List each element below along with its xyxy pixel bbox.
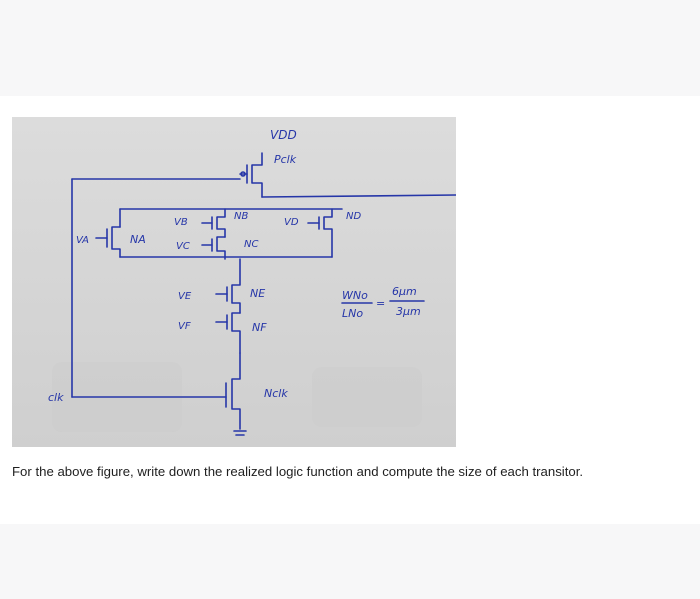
circuit-sketch: VDD Pclk VB NB VD ND VA NA VC NC VE NE V… bbox=[48, 128, 456, 436]
question-text: For the above figure, write down the rea… bbox=[12, 464, 584, 479]
pclk-label: Pclk bbox=[274, 153, 297, 166]
top-band bbox=[0, 0, 700, 96]
nb-label: NB bbox=[234, 211, 248, 222]
vc-label: VC bbox=[176, 241, 190, 252]
nc-label: NC bbox=[244, 239, 258, 250]
nf-transistor bbox=[231, 312, 241, 354]
ve-label: VE bbox=[178, 291, 192, 302]
nc-transistor bbox=[216, 236, 226, 260]
ne-label: NE bbox=[250, 287, 265, 300]
ne-transistor bbox=[231, 258, 241, 314]
vb-label: VB bbox=[174, 217, 188, 228]
nf-label: NF bbox=[252, 321, 267, 334]
na-transistor bbox=[111, 226, 121, 258]
pclk-bubble bbox=[240, 171, 246, 177]
output-bus bbox=[261, 194, 456, 198]
clk-label: clk bbox=[48, 391, 64, 404]
bottom-band bbox=[0, 524, 700, 599]
ratio-w-value: 6μm bbox=[392, 285, 417, 298]
nclk-transistor bbox=[231, 352, 241, 430]
paper-smudge bbox=[312, 367, 422, 427]
ratio-equals: = bbox=[376, 297, 385, 310]
nd-label: ND bbox=[346, 211, 361, 222]
na-label: NA bbox=[130, 233, 146, 246]
circuit-photo: VDD Pclk VB NB VD ND VA NA VC NC VE NE V… bbox=[12, 117, 456, 447]
nclk-label: Nclk bbox=[264, 387, 288, 400]
ratio-l-label: LNo bbox=[342, 307, 363, 320]
pclk-transistor bbox=[251, 152, 263, 198]
nd-transistor bbox=[323, 208, 333, 258]
vd-label: VD bbox=[284, 217, 299, 228]
ratio-l-value: 3μm bbox=[396, 305, 421, 318]
circuit-wires bbox=[71, 152, 456, 436]
nb-transistor bbox=[216, 208, 226, 238]
va-label: VA bbox=[76, 235, 89, 246]
vf-label: VF bbox=[178, 321, 191, 332]
ratio-w-label: WNo bbox=[342, 289, 368, 302]
vdd-label: VDD bbox=[270, 128, 297, 142]
